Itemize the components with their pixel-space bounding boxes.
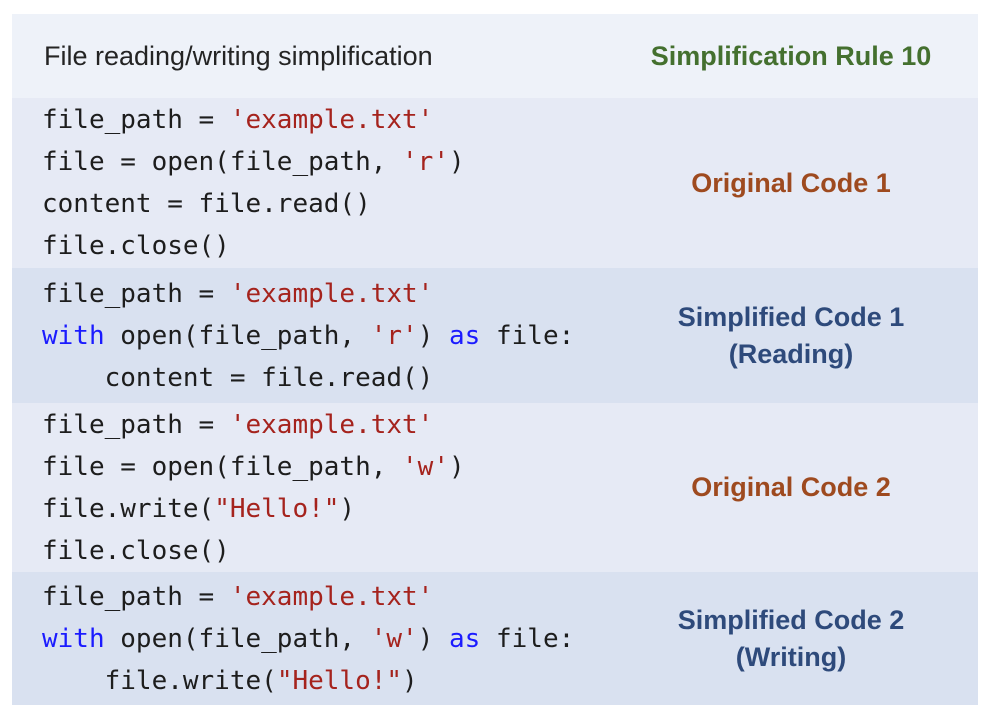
code-line: with open(file_path, 'w') as file:	[42, 623, 575, 654]
code-line: file_path = 'example.txt'	[42, 581, 434, 612]
code-line: file_path = 'example.txt'	[42, 278, 434, 309]
code-line: file = open(file_path, 'r')	[42, 147, 465, 177]
code-snippet-simplified-2: file_path = 'example.txt' with open(file_…	[42, 576, 574, 702]
row-label-simplified-1: Simplified Code 1 (Reading)	[610, 268, 978, 403]
code-snippet-simplified-1: file_path = 'example.txt' with open(file_…	[42, 273, 574, 399]
rule-badge: Simplification Rule 10	[650, 40, 932, 71]
row-label-line: Simplified Code 1	[677, 301, 905, 332]
code-cell-original-1: file_path = 'example.txt' file = open(fil…	[12, 98, 610, 268]
code-line: file_path = 'example.txt'	[42, 105, 434, 135]
code-line: file.close()	[42, 535, 230, 566]
code-snippet-original-2: file_path = 'example.txt' file = open(fil…	[42, 404, 465, 572]
code-line: file = open(file_path, 'w')	[42, 451, 465, 482]
row-original-code-2: file_path = 'example.txt' file = open(fil…	[12, 403, 978, 572]
code-line: content = file.read()	[42, 362, 434, 393]
code-line: file_path = 'example.txt'	[42, 409, 434, 440]
code-line: file.write("Hello!")	[42, 493, 356, 524]
row-label-line: (Reading)	[728, 338, 854, 369]
row-label-original-1: Original Code 1	[610, 98, 978, 268]
code-line: with open(file_path, 'r') as file:	[42, 320, 575, 351]
row-simplified-code-1: file_path = 'example.txt' with open(file_…	[12, 268, 978, 403]
table-header-row: File reading/writing simplification Simp…	[12, 14, 978, 98]
code-line: file.close()	[42, 231, 230, 261]
code-line: content = file.read()	[42, 189, 371, 219]
row-label-line: (Writing)	[735, 641, 847, 672]
code-snippet-original-1: file_path = 'example.txt' file = open(fil…	[42, 99, 465, 267]
row-simplified-code-2: file_path = 'example.txt' with open(file_…	[12, 572, 978, 705]
table-title: File reading/writing simplification	[44, 40, 433, 71]
code-cell-simplified-1: file_path = 'example.txt' with open(file_…	[12, 268, 610, 403]
code-cell-original-2: file_path = 'example.txt' file = open(fil…	[12, 403, 610, 572]
row-label-line: Simplified Code 2	[677, 604, 905, 635]
row-label-simplified-2: Simplified Code 2 (Writing)	[610, 572, 978, 705]
row-label-line: Original Code 2	[691, 472, 891, 502]
simplification-table: File reading/writing simplification Simp…	[12, 14, 978, 705]
row-label-line: Original Code 1	[691, 167, 891, 198]
row-original-code-1: file_path = 'example.txt' file = open(fil…	[12, 98, 978, 268]
row-label-original-2: Original Code 2	[610, 403, 978, 572]
code-line: file.write("Hello!")	[42, 665, 418, 696]
code-cell-simplified-2: file_path = 'example.txt' with open(file_…	[12, 572, 610, 705]
